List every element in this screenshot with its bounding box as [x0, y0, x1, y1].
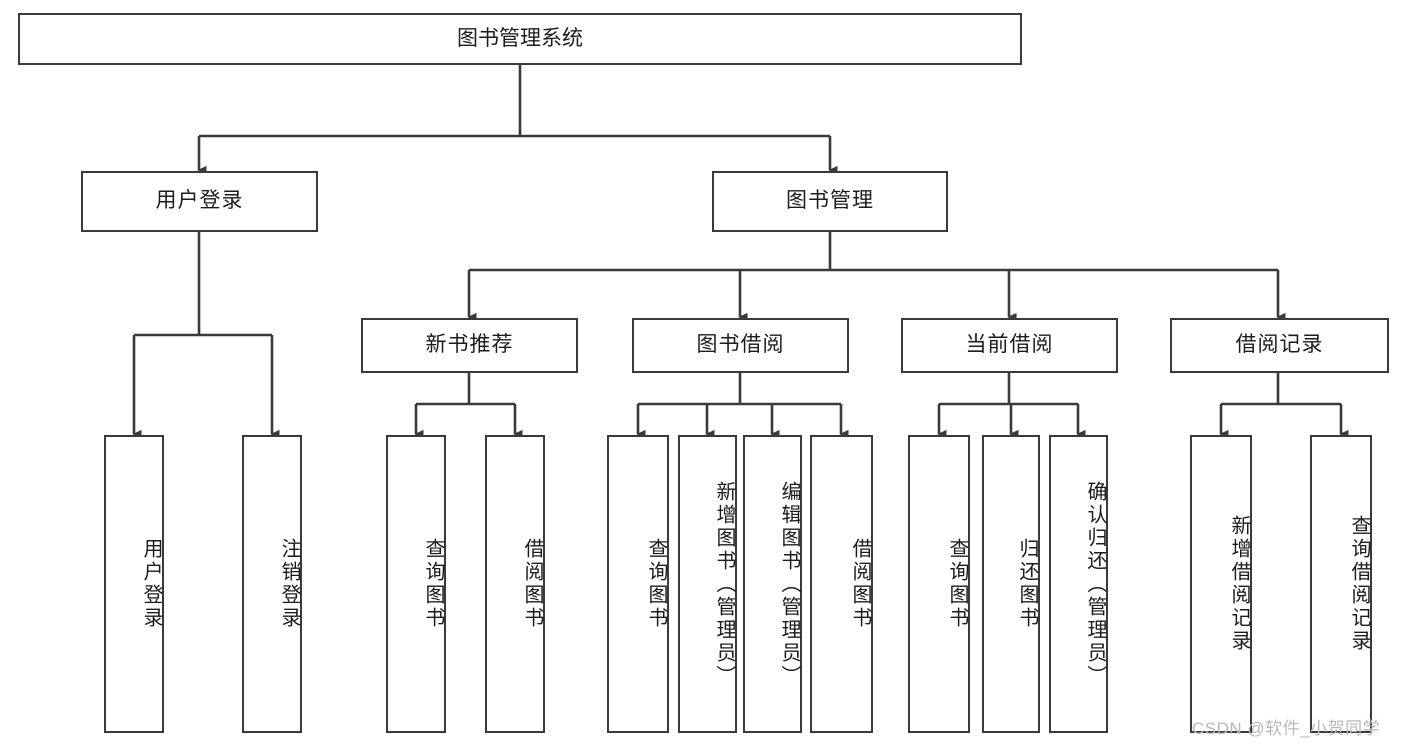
leaf-query-book-borrow[interactable]: 查询图书 [607, 435, 669, 733]
node-user-login[interactable]: 用户登录 [81, 171, 318, 232]
leaf-label: 借阅图书 [521, 538, 543, 630]
node-book-borrow[interactable]: 图书借阅 [632, 318, 849, 373]
leaf-return-book[interactable]: 归还图书 [982, 435, 1040, 733]
leaf-query-book-recommend[interactable]: 查询图书 [386, 435, 446, 733]
leaf-borrow-book[interactable]: 借阅图书 [810, 435, 873, 733]
leaf-confirm-return-admin[interactable]: 确认归还（管理员） [1049, 435, 1108, 733]
leaf-label: 查询图书 [946, 538, 968, 630]
leaf-borrow-book-recommend[interactable]: 借阅图书 [485, 435, 545, 733]
leaf-label: 借阅图书 [849, 538, 871, 630]
leaf-logout-action[interactable]: 注销登录 [242, 435, 302, 733]
node-root[interactable]: 图书管理系统 [18, 13, 1022, 65]
leaf-label: 查询图书 [422, 538, 444, 630]
leaf-edit-book-admin[interactable]: 编辑图书（管理员） [743, 435, 802, 733]
node-book-manage[interactable]: 图书管理 [712, 171, 948, 232]
leaf-label: 归还图书 [1016, 538, 1038, 630]
leaf-query-borrow-record[interactable]: 查询借阅记录 [1310, 435, 1372, 733]
node-current-borrow[interactable]: 当前借阅 [901, 318, 1118, 373]
leaf-label: 新增借阅记录 [1228, 515, 1250, 653]
leaf-label: 查询图书 [645, 538, 667, 630]
leaf-query-book-current[interactable]: 查询图书 [908, 435, 970, 733]
leaf-label: 确认归还（管理员） [1084, 480, 1106, 688]
leaf-label: 用户登录 [140, 538, 162, 630]
leaf-label: 新增图书（管理员） [713, 480, 735, 688]
leaf-label: 注销登录 [278, 538, 300, 630]
watermark-label: CSDN @软件_小贺同学 [1192, 719, 1381, 738]
leaf-label: 编辑图书（管理员） [778, 480, 800, 688]
leaf-add-book-admin[interactable]: 新增图书（管理员） [678, 435, 737, 733]
node-borrow-record[interactable]: 借阅记录 [1170, 318, 1389, 373]
leaf-user-login-action[interactable]: 用户登录 [104, 435, 164, 733]
leaf-label: 查询借阅记录 [1348, 515, 1370, 653]
node-new-book-recommend[interactable]: 新书推荐 [361, 318, 578, 373]
leaf-add-borrow-record[interactable]: 新增借阅记录 [1190, 435, 1252, 733]
